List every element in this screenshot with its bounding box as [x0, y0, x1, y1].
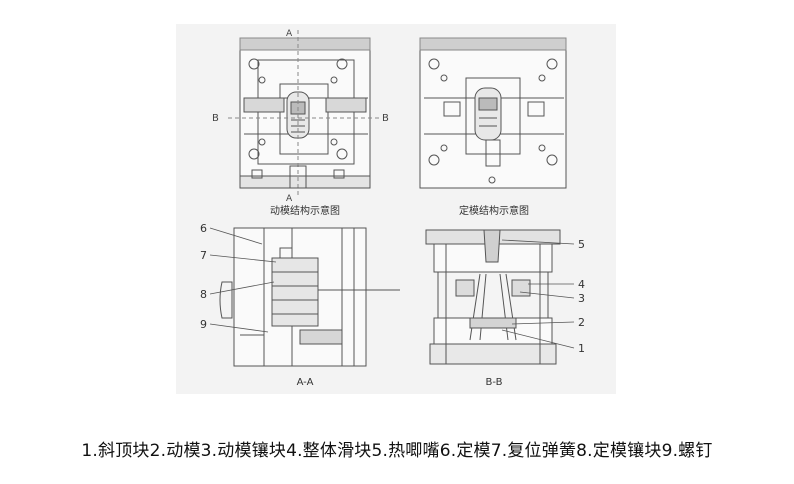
a-a-leader-lines [209, 227, 277, 333]
callout-5: 5 [578, 238, 585, 251]
moving-mold-caption: 动模结构示意图 [270, 204, 340, 217]
section-label-b-right: B [382, 113, 389, 124]
callout-7: 7 [200, 249, 207, 262]
fixed-mold-caption: 定模结构示意图 [459, 204, 529, 217]
callout-6: 6 [200, 222, 207, 235]
callout-3: 3 [578, 292, 585, 305]
section-a-a-caption: A-A [297, 377, 314, 388]
section-b-b-view [425, 229, 561, 365]
callout-2: 2 [578, 316, 585, 329]
callout-1: 1 [578, 342, 585, 355]
section-label-b-left: B [212, 113, 219, 124]
section-b-b-caption: B-B [486, 377, 503, 388]
fixed-mold-view [419, 37, 567, 189]
b-b-leader-lines [501, 239, 575, 349]
callout-8: 8 [200, 288, 207, 301]
callout-4: 4 [578, 278, 585, 291]
figure-caption: 1.斜顶块2.动模3.动模镶块4.整体滑块5.热唧嘴6.定模7.复位弹簧8.定模… [81, 441, 713, 461]
section-label-a-top: A [286, 29, 293, 39]
section-label-a-bottom: A [286, 194, 293, 204]
section-a-a-view [219, 227, 400, 367]
moving-mold-view [228, 30, 380, 196]
callout-9: 9 [200, 318, 207, 331]
